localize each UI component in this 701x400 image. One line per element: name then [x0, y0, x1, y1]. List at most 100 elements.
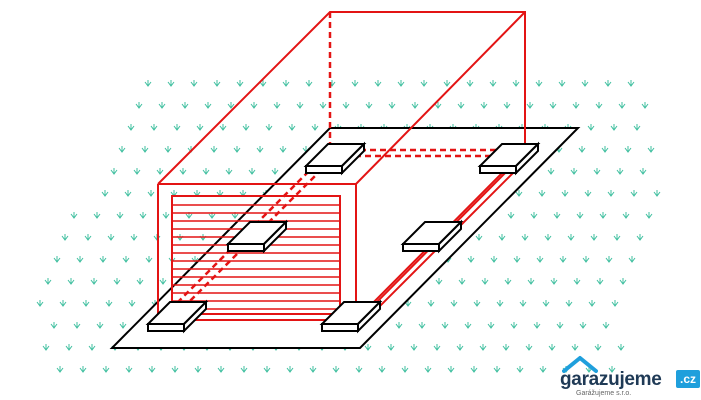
- grass-tuft: [561, 190, 569, 197]
- grass-tuft: [210, 146, 218, 153]
- grass-tuft: [125, 366, 133, 373]
- grass-tuft: [158, 102, 166, 109]
- grass-tuft: [605, 256, 613, 263]
- logo-domain-badge: .cz: [676, 370, 701, 388]
- grass-tuft: [286, 366, 294, 373]
- grass-tuft: [584, 190, 592, 197]
- grass-tuft: [411, 102, 419, 109]
- grass-tuft: [113, 278, 121, 285]
- grass-tuft: [434, 102, 442, 109]
- grass-tuft: [397, 80, 405, 87]
- grass-tuft: [624, 146, 632, 153]
- grass-tuft: [167, 80, 175, 87]
- grass-tuft: [595, 102, 603, 109]
- grass-tuft: [553, 212, 561, 219]
- grass-tuft: [424, 366, 432, 373]
- grass-tuft: [296, 102, 304, 109]
- grass-tuft: [351, 80, 359, 87]
- grass-tuft: [273, 102, 281, 109]
- grass-tuft: [587, 124, 595, 131]
- grass-tuft: [250, 102, 258, 109]
- grass-tuft: [427, 300, 435, 307]
- grass-tuft: [147, 190, 155, 197]
- grass-tuft: [549, 102, 557, 109]
- grass-tuft: [102, 366, 110, 373]
- grass-tuft: [233, 146, 241, 153]
- grass-tuft: [594, 344, 602, 351]
- grass-tuft: [110, 168, 118, 175]
- grass-tuft: [639, 168, 647, 175]
- grass-tuft: [288, 124, 296, 131]
- grass-tuft: [481, 278, 489, 285]
- grass-tuft: [395, 322, 403, 329]
- grass-tuft: [88, 344, 96, 351]
- grass-tuft: [611, 300, 619, 307]
- grass-tuft: [542, 300, 550, 307]
- grass-tuft: [558, 80, 566, 87]
- grass-tuft: [578, 146, 586, 153]
- grass-tuft: [435, 278, 443, 285]
- grass-tuft: [567, 234, 575, 241]
- grass-tuft: [236, 80, 244, 87]
- grass-tuft: [181, 102, 189, 109]
- house-roof-icon: [562, 356, 598, 373]
- grass-tuft: [355, 366, 363, 373]
- grass-tuft: [498, 234, 506, 241]
- grass-tuft: [576, 212, 584, 219]
- grass-tuft: [418, 322, 426, 329]
- grass-tuft: [388, 102, 396, 109]
- grass-tuft: [504, 278, 512, 285]
- grass-tuft: [579, 322, 587, 329]
- grass-tuft: [647, 146, 655, 153]
- grass-tuft: [599, 212, 607, 219]
- grass-tuft: [259, 80, 267, 87]
- grass-tuft: [645, 212, 653, 219]
- grass-tuft: [521, 234, 529, 241]
- grass-tuft: [173, 124, 181, 131]
- grass-tuft: [570, 168, 578, 175]
- grass-tuft: [122, 256, 130, 263]
- grass-tuft: [59, 300, 67, 307]
- grass-tuft: [116, 212, 124, 219]
- garage-door-frame: [171, 195, 341, 315]
- grass-tuft: [67, 278, 75, 285]
- grass-tuft: [535, 80, 543, 87]
- grass-tuft: [556, 322, 564, 329]
- grass-tuft: [141, 146, 149, 153]
- grass-tuft: [70, 212, 78, 219]
- grass-tuft: [627, 80, 635, 87]
- grass-tuft: [128, 300, 136, 307]
- grass-tuft: [171, 366, 179, 373]
- grass-tuft: [526, 102, 534, 109]
- grass-tuft: [90, 278, 98, 285]
- grass-tuft: [420, 80, 428, 87]
- grass-tuft: [159, 278, 167, 285]
- grass-tuft: [457, 102, 465, 109]
- grass-tuft: [242, 124, 250, 131]
- grass-tuft: [616, 168, 624, 175]
- grass-tuft: [572, 102, 580, 109]
- grass-tuft: [248, 168, 256, 175]
- grass-tuft: [573, 278, 581, 285]
- logo-company-name: Garážujeme s.r.o.: [576, 390, 632, 397]
- grass-tuft: [118, 146, 126, 153]
- grass-tuft: [96, 322, 104, 329]
- foundation-pad: [400, 219, 464, 254]
- grass-tuft: [470, 366, 478, 373]
- grass-tuft: [464, 322, 472, 329]
- foundation-pad: [477, 141, 541, 176]
- grass-tuft: [119, 322, 127, 329]
- grass-tuft: [213, 80, 221, 87]
- grass-tuft: [164, 146, 172, 153]
- grass-tuft: [144, 80, 152, 87]
- grass-tuft: [179, 168, 187, 175]
- grass-tuft: [618, 102, 626, 109]
- grass-tuft: [550, 278, 558, 285]
- grass-tuft: [145, 256, 153, 263]
- grass-tuft: [610, 124, 618, 131]
- grass-tuft: [433, 344, 441, 351]
- grass-tuft: [590, 234, 598, 241]
- grass-tuft: [124, 190, 132, 197]
- grass-tuft: [493, 366, 501, 373]
- foundation-pad: [145, 299, 209, 334]
